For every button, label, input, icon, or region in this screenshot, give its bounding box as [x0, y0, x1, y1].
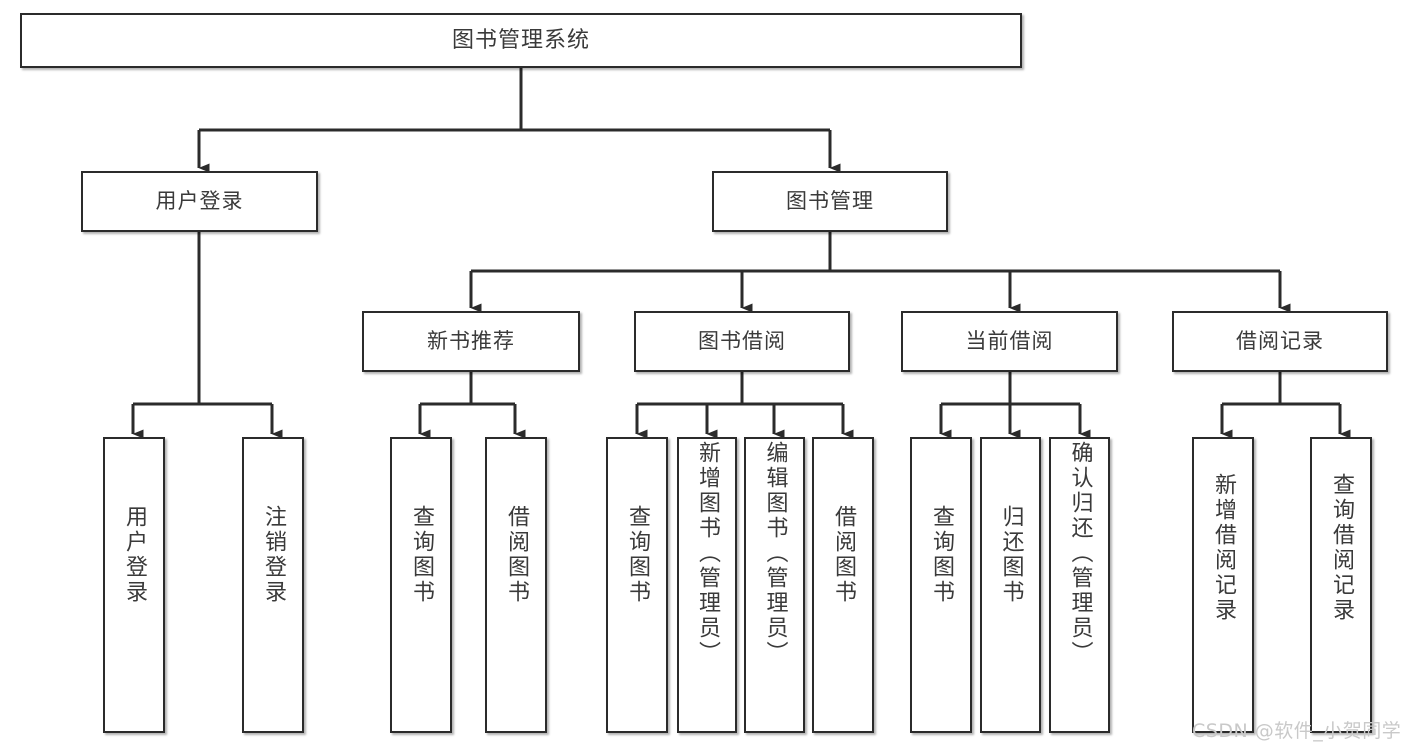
- node-label: 图书借阅: [698, 329, 786, 354]
- node-label: 查询图书: [625, 505, 650, 605]
- node-label: 新增图书（管理员）: [695, 441, 720, 666]
- node-label: 新书推荐: [427, 329, 515, 354]
- node-book-borrowing[interactable]: 图书借阅: [634, 311, 850, 372]
- node-label: 查询图书: [929, 505, 954, 605]
- node-new-book-recommendation[interactable]: 新书推荐: [362, 311, 580, 372]
- leaf-node-query-book-borrowing[interactable]: 查询图书: [606, 437, 668, 733]
- leaf-node-add-borrowing-record[interactable]: 新增借阅记录: [1192, 437, 1254, 733]
- node-current-borrowing[interactable]: 当前借阅: [901, 311, 1118, 372]
- leaf-node-query-book-recommendation[interactable]: 查询图书: [390, 437, 452, 733]
- node-label: 借阅图书: [504, 505, 529, 605]
- node-label: 编辑图书（管理员）: [762, 441, 788, 666]
- node-label: 借阅图书: [831, 505, 856, 605]
- leaf-node-logout-login[interactable]: 注销登录: [242, 437, 304, 733]
- node-label: 用户登录: [155, 189, 244, 214]
- node-label: 借阅记录: [1236, 329, 1324, 354]
- node-label: 图书管理: [786, 189, 874, 214]
- node-label: 查询借阅记录: [1329, 473, 1354, 623]
- leaf-node-query-borrowing-record[interactable]: 查询借阅记录: [1310, 437, 1372, 733]
- leaf-node-borrow-book[interactable]: 借阅图书: [812, 437, 874, 733]
- node-label: 当前借阅: [965, 329, 1054, 354]
- csdn-watermark: CSDN @软件_小贺同学: [1192, 720, 1402, 742]
- node-label: 用户登录: [122, 505, 147, 605]
- node-borrowing-record[interactable]: 借阅记录: [1172, 311, 1388, 372]
- node-book-management[interactable]: 图书管理: [712, 171, 948, 232]
- node-label: 确认归还（管理员）: [1067, 441, 1093, 666]
- node-label: 查询图书: [409, 505, 434, 605]
- leaf-node-borrow-book-recommendation[interactable]: 借阅图书: [485, 437, 547, 733]
- leaf-node-edit-book-admin[interactable]: 编辑图书（管理员）: [744, 437, 805, 733]
- node-label: 归还图书: [998, 505, 1024, 605]
- leaf-node-return-book[interactable]: 归还图书: [980, 437, 1041, 733]
- node-label: 注销登录: [261, 505, 286, 605]
- node-user-login[interactable]: 用户登录: [81, 171, 318, 232]
- leaf-node-user-login[interactable]: 用户登录: [103, 437, 165, 733]
- node-label: 新增借阅记录: [1211, 473, 1236, 623]
- leaf-node-confirm-return-admin[interactable]: 确认归还（管理员）: [1049, 437, 1110, 733]
- leaf-node-add-book-admin[interactable]: 新增图书（管理员）: [677, 437, 737, 733]
- node-label: 图书管理系统: [451, 27, 590, 53]
- leaf-node-query-book-current[interactable]: 查询图书: [910, 437, 972, 733]
- node-root-book-management-system[interactable]: 图书管理系统: [20, 13, 1022, 68]
